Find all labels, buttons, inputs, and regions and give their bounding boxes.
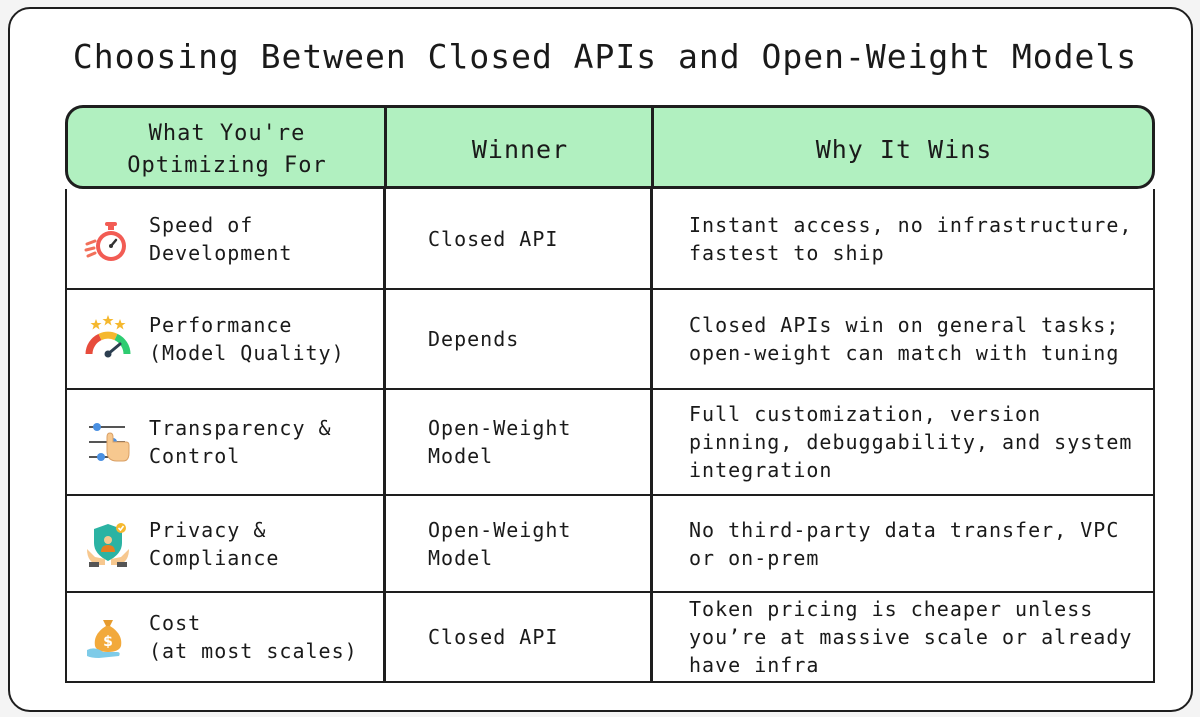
table-header: What You're Optimizing For Winner Why It…: [65, 105, 1155, 189]
table-row: Transparency & Control Open-Weight Model…: [65, 390, 1155, 496]
factor-cell: Performance (Model Quality): [67, 290, 385, 388]
winner-cell: Open-Weight Model: [428, 517, 572, 570]
header-factor: What You're Optimizing For: [68, 108, 386, 192]
header-divider-2: [651, 108, 654, 187]
row-divider-2: [650, 390, 653, 496]
why-text: Instant access, no infrastructure, faste…: [689, 212, 1133, 265]
diagram-card: Choosing Between Closed APIs and Open-We…: [8, 7, 1193, 712]
comparison-table: What You're Optimizing For Winner Why It…: [65, 105, 1155, 683]
winner-cell: Closed API: [428, 625, 559, 649]
stopwatch-icon: [83, 214, 133, 264]
row-divider-1: [383, 496, 386, 593]
row-divider-1: [383, 290, 386, 390]
row-divider-2: [650, 496, 653, 593]
sliders-control-icon: [83, 417, 133, 467]
why-text: Closed APIs win on general tasks; open-w…: [689, 313, 1120, 365]
row-divider-1: [383, 189, 386, 290]
factor-label: Speed of Development: [149, 212, 293, 265]
header-winner: Winner: [471, 135, 569, 164]
table-row: $ Cost (at most scales) Closed API Token…: [65, 593, 1155, 683]
factor-cell: Transparency & Control: [67, 390, 385, 494]
factor-cell: $ Cost (at most scales): [67, 593, 385, 681]
why-cell: No third-party data transfer, VPC or on-…: [689, 496, 1139, 591]
why-cell: Closed APIs win on general tasks; open-w…: [689, 290, 1139, 388]
factor-cell: Speed of Development: [67, 189, 385, 288]
winner-cell: Closed API: [428, 226, 559, 251]
factor-label: Transparency & Control: [149, 416, 332, 468]
row-divider-1: [383, 390, 386, 496]
table-row: Performance (Model Quality) Depends Clos…: [65, 290, 1155, 390]
svg-text:$: $: [103, 634, 113, 650]
why-text: Token pricing is cheaper unless you’re a…: [689, 597, 1133, 677]
row-divider-2: [650, 290, 653, 390]
header-divider-1: [384, 108, 387, 187]
diagram-title: Choosing Between Closed APIs and Open-We…: [72, 37, 1138, 76]
why-text: No third-party data transfer, VPC or on-…: [689, 517, 1120, 570]
shield-privacy-icon: [83, 519, 133, 569]
winner-cell: Depends: [428, 327, 520, 351]
header-factor-label: What You're Optimizing For: [127, 121, 327, 178]
row-divider-2: [650, 593, 653, 683]
row-divider-1: [383, 593, 386, 683]
why-cell: Token pricing is cheaper unless you’re a…: [689, 593, 1139, 681]
row-divider-2: [650, 189, 653, 290]
header-why: Why It Wins: [815, 135, 993, 164]
why-text: Full customization, version pinning, deb…: [689, 402, 1133, 482]
money-bag-icon: $: [83, 612, 133, 662]
table-row: Privacy & Compliance Open-Weight Model N…: [65, 496, 1155, 593]
why-cell: Instant access, no infrastructure, faste…: [689, 189, 1139, 288]
winner-cell: Open-Weight Model: [428, 416, 572, 468]
factor-cell: Privacy & Compliance: [67, 496, 385, 591]
factor-label: Privacy & Compliance: [149, 517, 280, 570]
table-row: Speed of Development Closed API Instant …: [65, 189, 1155, 290]
gauge-rating-icon: [83, 314, 133, 364]
factor-label: Cost (at most scales): [149, 611, 358, 663]
factor-label: Performance (Model Quality): [149, 313, 345, 365]
why-cell: Full customization, version pinning, deb…: [689, 390, 1139, 494]
